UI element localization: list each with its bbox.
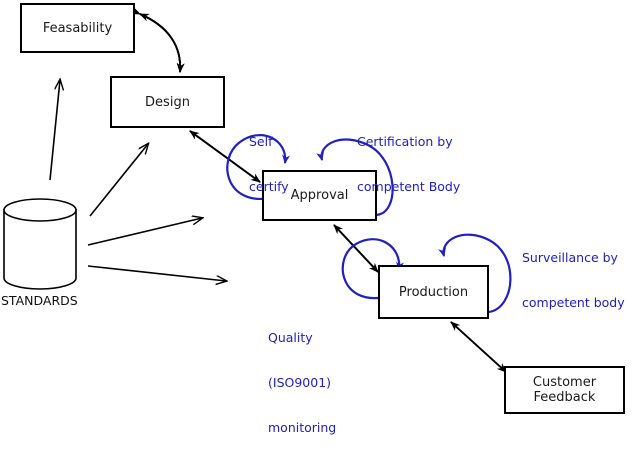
node-production[interactable]: Production — [378, 265, 489, 319]
label-certification-line1: Certification by — [357, 134, 453, 149]
node-customer-feedback-label-line2: Feedback — [533, 390, 596, 405]
arrow-standards-feasability — [49, 80, 60, 181]
label-self-certify-line1: Self — [249, 134, 273, 149]
loop-certification-competent-body — [316, 138, 394, 217]
label-certification-line2: competent Body — [357, 179, 461, 194]
loop-quality-monitoring — [341, 238, 404, 300]
arrow-standards-production — [87, 265, 226, 281]
node-approval-label: Approval — [290, 188, 349, 203]
arrow-approval-production — [333, 224, 379, 273]
node-standards-label: STANDARDS — [1, 293, 78, 308]
label-self-certify-line2: certify — [249, 179, 289, 194]
node-design[interactable]: Design — [110, 76, 225, 128]
label-quality-line1: Quality — [268, 330, 313, 345]
loop-self-certify — [226, 134, 290, 201]
label-quality-line2: (ISO9001) — [268, 375, 332, 390]
label-certification-competent-body: Certification by competent Body — [357, 104, 460, 224]
loop-surveillance-competent-body — [438, 233, 512, 314]
arrow-standards-approval — [87, 218, 202, 246]
arrow-design-approval — [189, 130, 261, 183]
label-surveillance-line1: Surveillance by — [522, 250, 618, 265]
node-feasability-label: Feasability — [42, 20, 113, 36]
label-self-certify: Self certify — [249, 104, 289, 224]
node-feasability[interactable]: Feasability — [20, 3, 135, 53]
node-design-label: Design — [145, 94, 190, 110]
node-customer-feedback[interactable]: Customer Feedback — [504, 366, 625, 414]
connector-layer — [3, 6, 512, 373]
label-surveillance-competent-body: Surveillance by competent body — [522, 220, 625, 340]
diagram-canvas: Feasability Design Approval Production C… — [1, 3, 625, 435]
arrow-standards-design — [89, 144, 148, 217]
arrow-production-customer-feedback — [450, 321, 507, 373]
node-production-label: Production — [398, 284, 469, 300]
node-customer-feedback-label-line1: Customer — [532, 375, 597, 390]
label-quality-line3: monitoring — [268, 420, 337, 435]
label-quality-monitoring: Quality (ISO9001) monitoring — [268, 300, 336, 465]
label-surveillance-line2: competent body — [522, 295, 625, 310]
standards-cylinder — [3, 198, 77, 290]
node-approval[interactable]: Approval — [262, 170, 377, 221]
